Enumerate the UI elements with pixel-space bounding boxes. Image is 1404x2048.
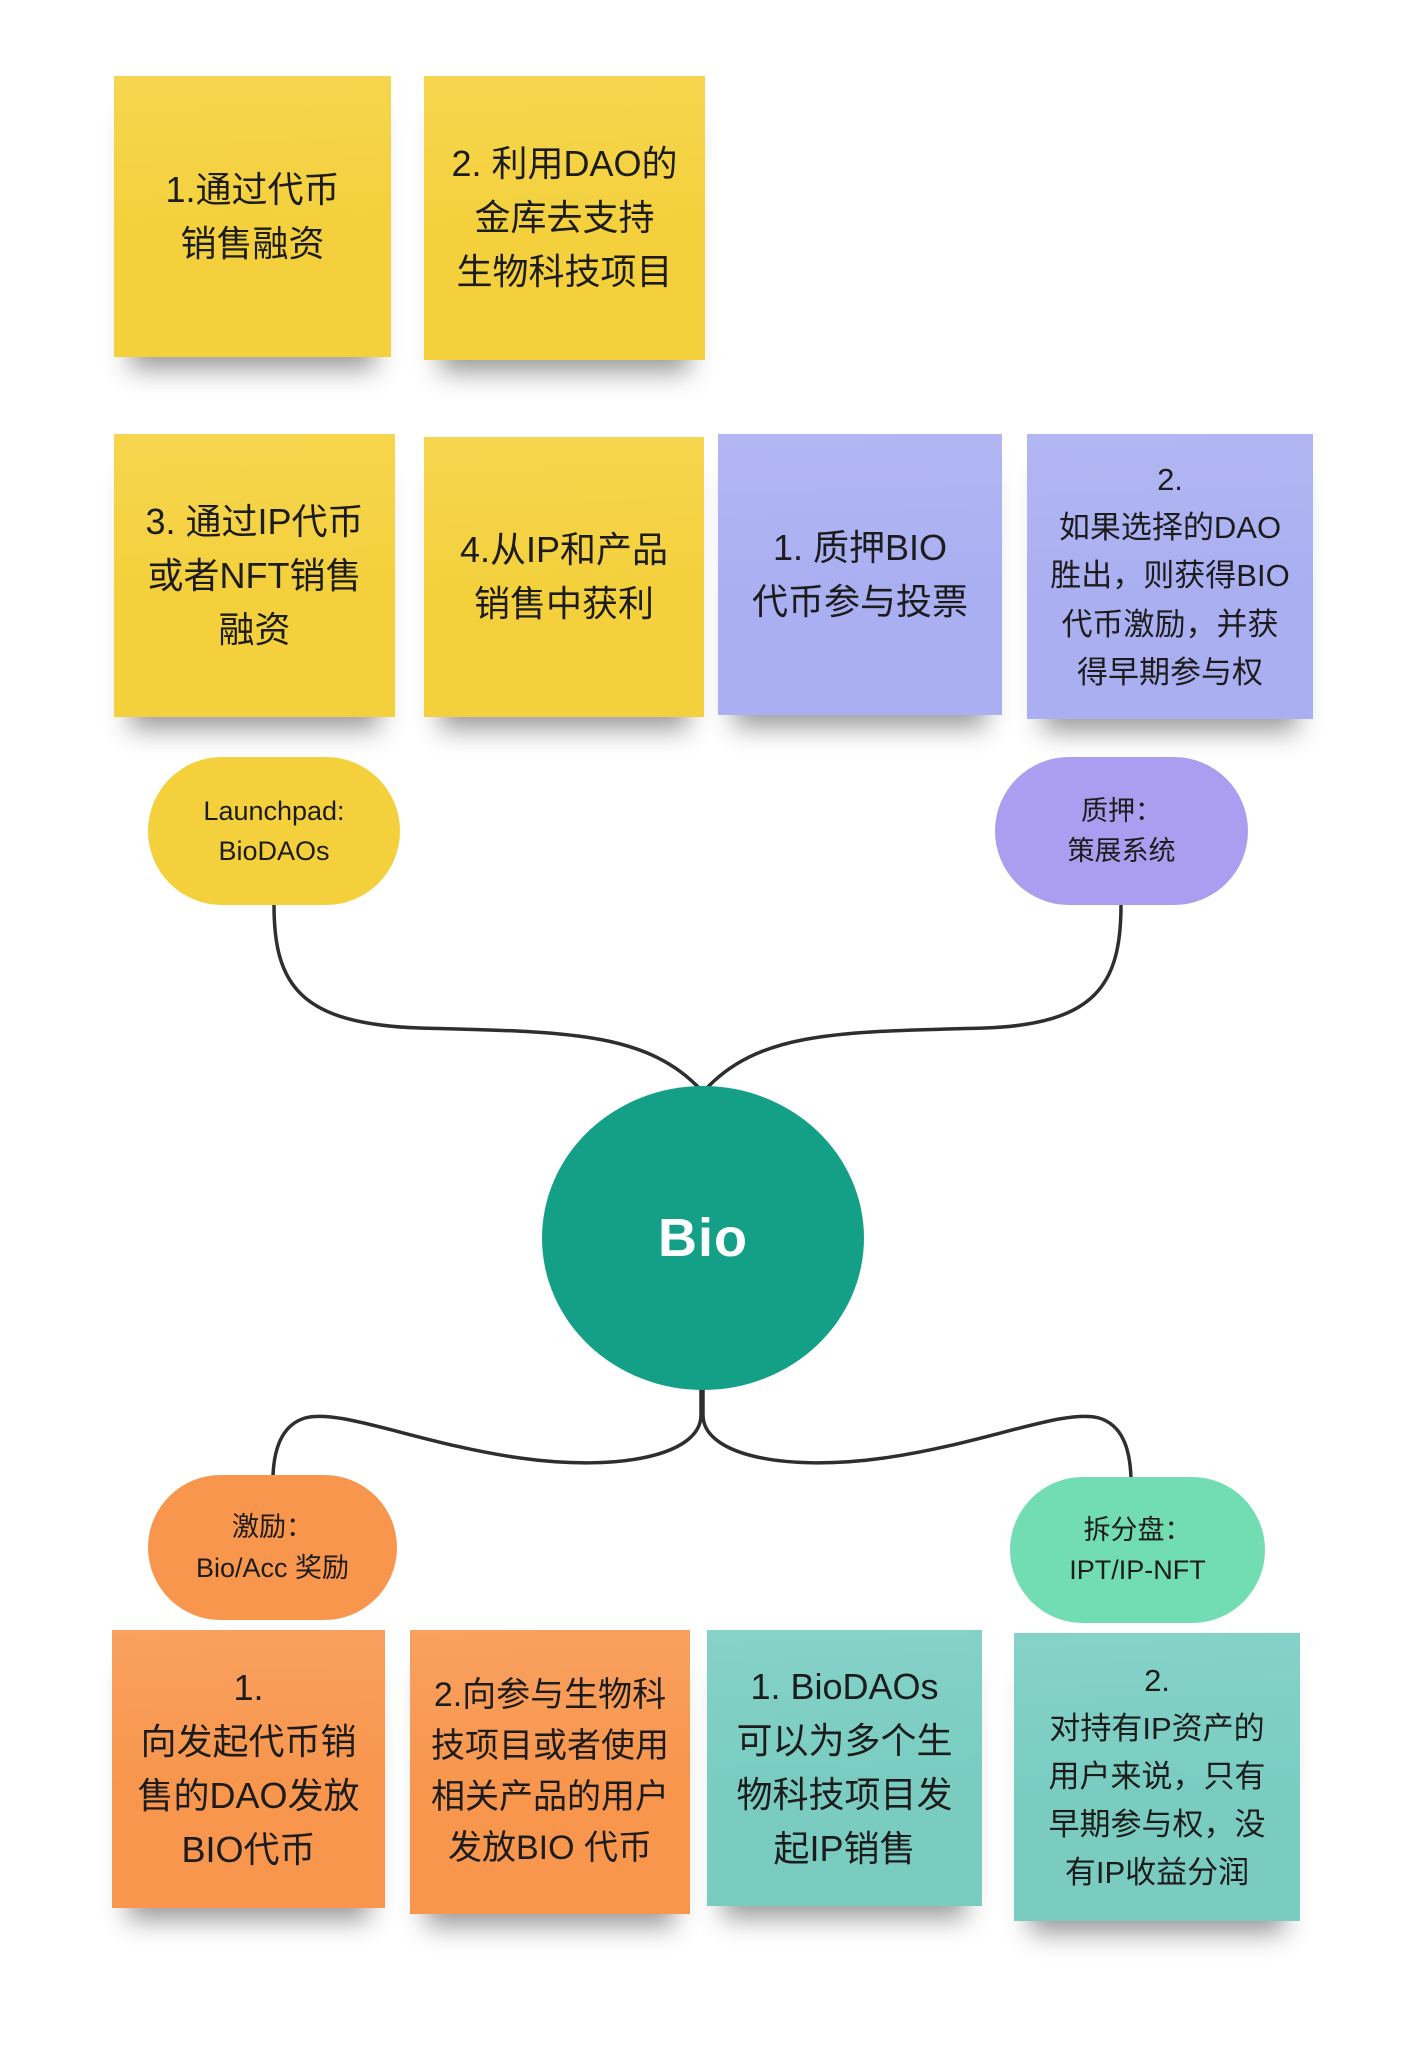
connector-hub-to-fraction [701, 1386, 1133, 1480]
sticky-note-ip-holders-early-access[interactable]: 2. 对持有IP资产的 用户来说，只有 早期参与权，没 有IP收益分润 [1014, 1633, 1300, 1921]
sticky-note-winning-dao-rewards[interactable]: 2. 如果选择的DAO 胜出，则获得BIO 代币激励，并获 得早期参与权 [1027, 434, 1313, 719]
connector-launchpad-to-hub [272, 903, 703, 1092]
branch-pill-launchpad-biodaos[interactable]: Launchpad: BioDAOs [148, 757, 400, 905]
hub-node-bio[interactable]: Bio [542, 1086, 864, 1390]
connector-hub-to-incentive [271, 1386, 703, 1478]
sticky-note-stake-bio-vote[interactable]: 1. 质押BIO 代币参与投票 [718, 434, 1002, 715]
connector-staking-to-hub [703, 903, 1123, 1092]
branch-pill-fractionalize-ipt-ipnft[interactable]: 拆分盘： IPT/IP-NFT [1010, 1477, 1265, 1623]
sticky-note-token-sale-funding[interactable]: 1.通过代币 销售融资 [114, 76, 391, 357]
sticky-note-ip-token-nft-funding[interactable]: 3. 通过IP代币 或者NFT销售 融资 [114, 434, 395, 717]
sticky-note-bio-to-dao-issuers[interactable]: 1. 向发起代币销 售的DAO发放 BIO代币 [112, 1630, 385, 1908]
sticky-note-profit-from-ip-products[interactable]: 4.从IP和产品 销售中获利 [424, 437, 704, 717]
sticky-note-bio-to-participants[interactable]: 2.向参与生物科 技项目或者使用 相关产品的用户 发放BIO 代币 [410, 1630, 690, 1914]
branch-pill-incentive-bio-acc[interactable]: 激励： Bio/Acc 奖励 [148, 1475, 397, 1620]
branch-pill-staking-curation[interactable]: 质押： 策展系统 [995, 757, 1248, 905]
sticky-note-biodaos-ip-sales[interactable]: 1. BioDAOs 可以为多个生 物科技项目发 起IP销售 [707, 1630, 982, 1906]
sticky-note-dao-treasury-support[interactable]: 2. 利用DAO的 金库去支持 生物科技项目 [424, 76, 705, 360]
